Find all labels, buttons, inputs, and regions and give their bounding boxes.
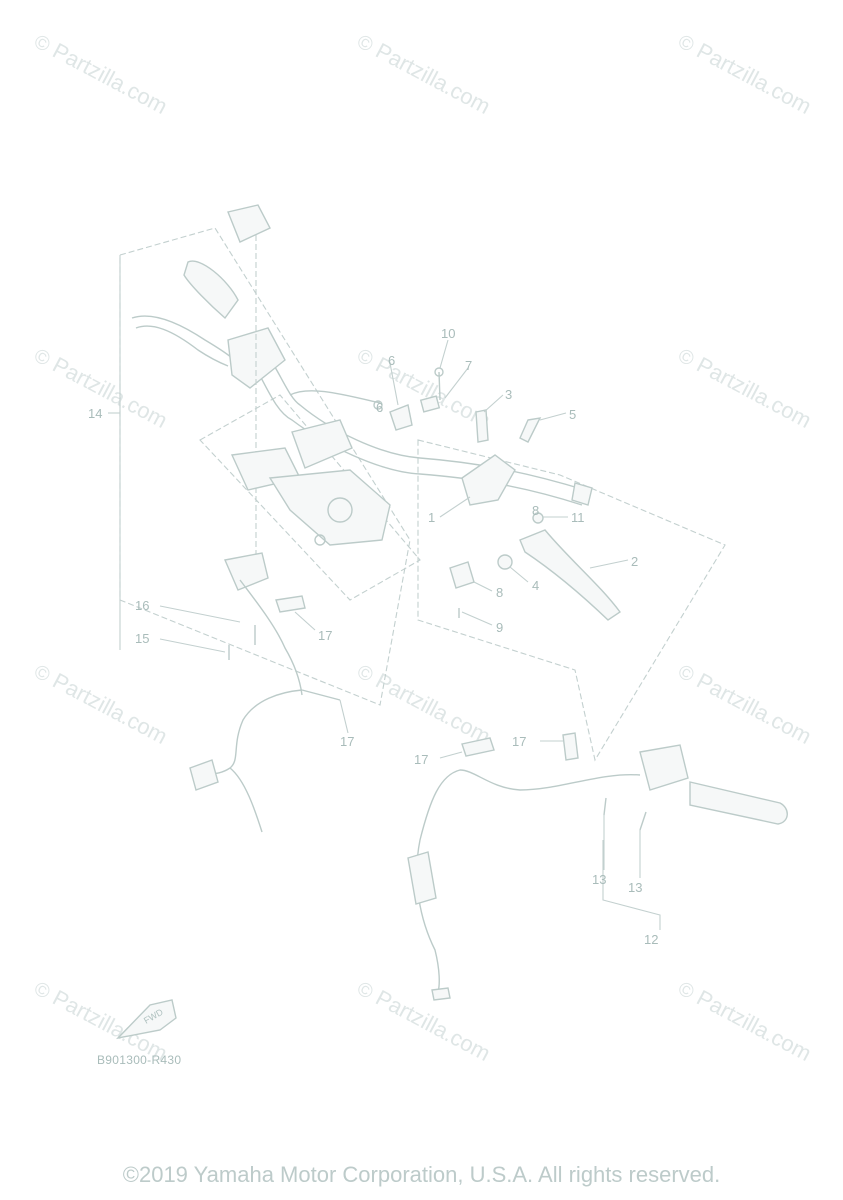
callout-16: 16 [135, 598, 149, 613]
leader-7 [444, 367, 469, 399]
part-6-adjuster [389, 404, 413, 431]
cable-upper [289, 390, 381, 404]
part-11-washer [532, 512, 544, 524]
handlebar-frame [199, 394, 421, 601]
stem-hole [327, 497, 353, 523]
leader-8 [473, 581, 493, 592]
bar-end-right [571, 482, 593, 506]
callout-5: 5 [569, 407, 576, 422]
copyright-footer: ©2019 Yamaha Motor Corporation, U.S.A. A… [122, 1162, 721, 1187]
leader-10 [439, 339, 449, 369]
right-wiring-harness [416, 769, 641, 993]
upper-clamp [227, 204, 271, 243]
left-connector [189, 759, 219, 791]
leader-15 [159, 638, 226, 653]
part-8-switch [449, 561, 475, 589]
right-terminal [431, 987, 451, 1001]
clip-17-mid [461, 737, 495, 757]
handlebar-holder-upper [291, 419, 353, 469]
fwd-arrow-icon: FWD [115, 999, 177, 1040]
clip-17-right [562, 732, 579, 761]
left-wire-lead [301, 689, 341, 701]
part-4-collar [497, 554, 513, 570]
callout-10: 10 [441, 326, 455, 341]
leader-6 [389, 362, 399, 406]
part-1-lever-holder [461, 454, 516, 506]
right-connector [407, 851, 437, 905]
callout-8: 8 [496, 585, 503, 600]
leader-3 [483, 394, 504, 413]
assembly-12-frame [417, 439, 726, 762]
part-3-bolt [475, 409, 489, 443]
left-wiring-harness-b [229, 767, 263, 833]
left-lever-edge [135, 325, 229, 367]
top-bracket [268, 469, 391, 546]
callout-13b: 13 [628, 880, 642, 895]
part-5-bolt [519, 417, 542, 443]
callout-17a: 17 [318, 628, 332, 643]
leader-12 [602, 840, 661, 930]
leader-1 [439, 496, 471, 518]
leader-17b [339, 699, 349, 734]
leader-5 [539, 412, 567, 421]
callout-2: 2 [631, 554, 638, 569]
part-7-plate [419, 395, 441, 413]
left-switch-lever [239, 579, 303, 696]
screw-13b [639, 811, 647, 831]
callout-3: 3 [505, 387, 512, 402]
callout-17b: 17 [340, 734, 354, 749]
clip-17-left [275, 595, 306, 613]
callout-12: 12 [644, 932, 658, 947]
part-10-bolt-head [434, 367, 444, 377]
callout-11: 11 [571, 510, 585, 525]
callout-7: 7 [465, 358, 472, 373]
callout-17c: 17 [414, 752, 428, 767]
leader-9 [461, 611, 493, 626]
callout-13a: 13 [592, 872, 606, 887]
callout-6b: 6 [376, 400, 383, 415]
cable-end [373, 400, 383, 410]
callout-9: 9 [496, 620, 503, 635]
right-grip [689, 781, 788, 825]
leader-16 [159, 605, 241, 623]
callout-1: 1 [428, 510, 435, 525]
screw-13a [603, 797, 607, 816]
leader-17a [294, 611, 316, 631]
callout-17d: 17 [512, 734, 526, 749]
callout-6: 6 [388, 353, 395, 368]
left-grip [183, 260, 239, 320]
diagram-code: B901300-R430 [97, 1053, 182, 1067]
left-lever [131, 315, 233, 359]
left-switch [224, 552, 269, 591]
leader-17c [439, 751, 463, 759]
part-2-clutch-lever [519, 529, 622, 621]
callout-15: 15 [135, 631, 149, 646]
callout-14: 14 [88, 406, 102, 421]
leader-4 [509, 566, 529, 583]
right-switch [639, 744, 689, 791]
callout-8b: 8 [532, 503, 539, 518]
leader-2 [589, 559, 629, 569]
bolt-hole [314, 534, 326, 546]
callout-4: 4 [532, 578, 539, 593]
